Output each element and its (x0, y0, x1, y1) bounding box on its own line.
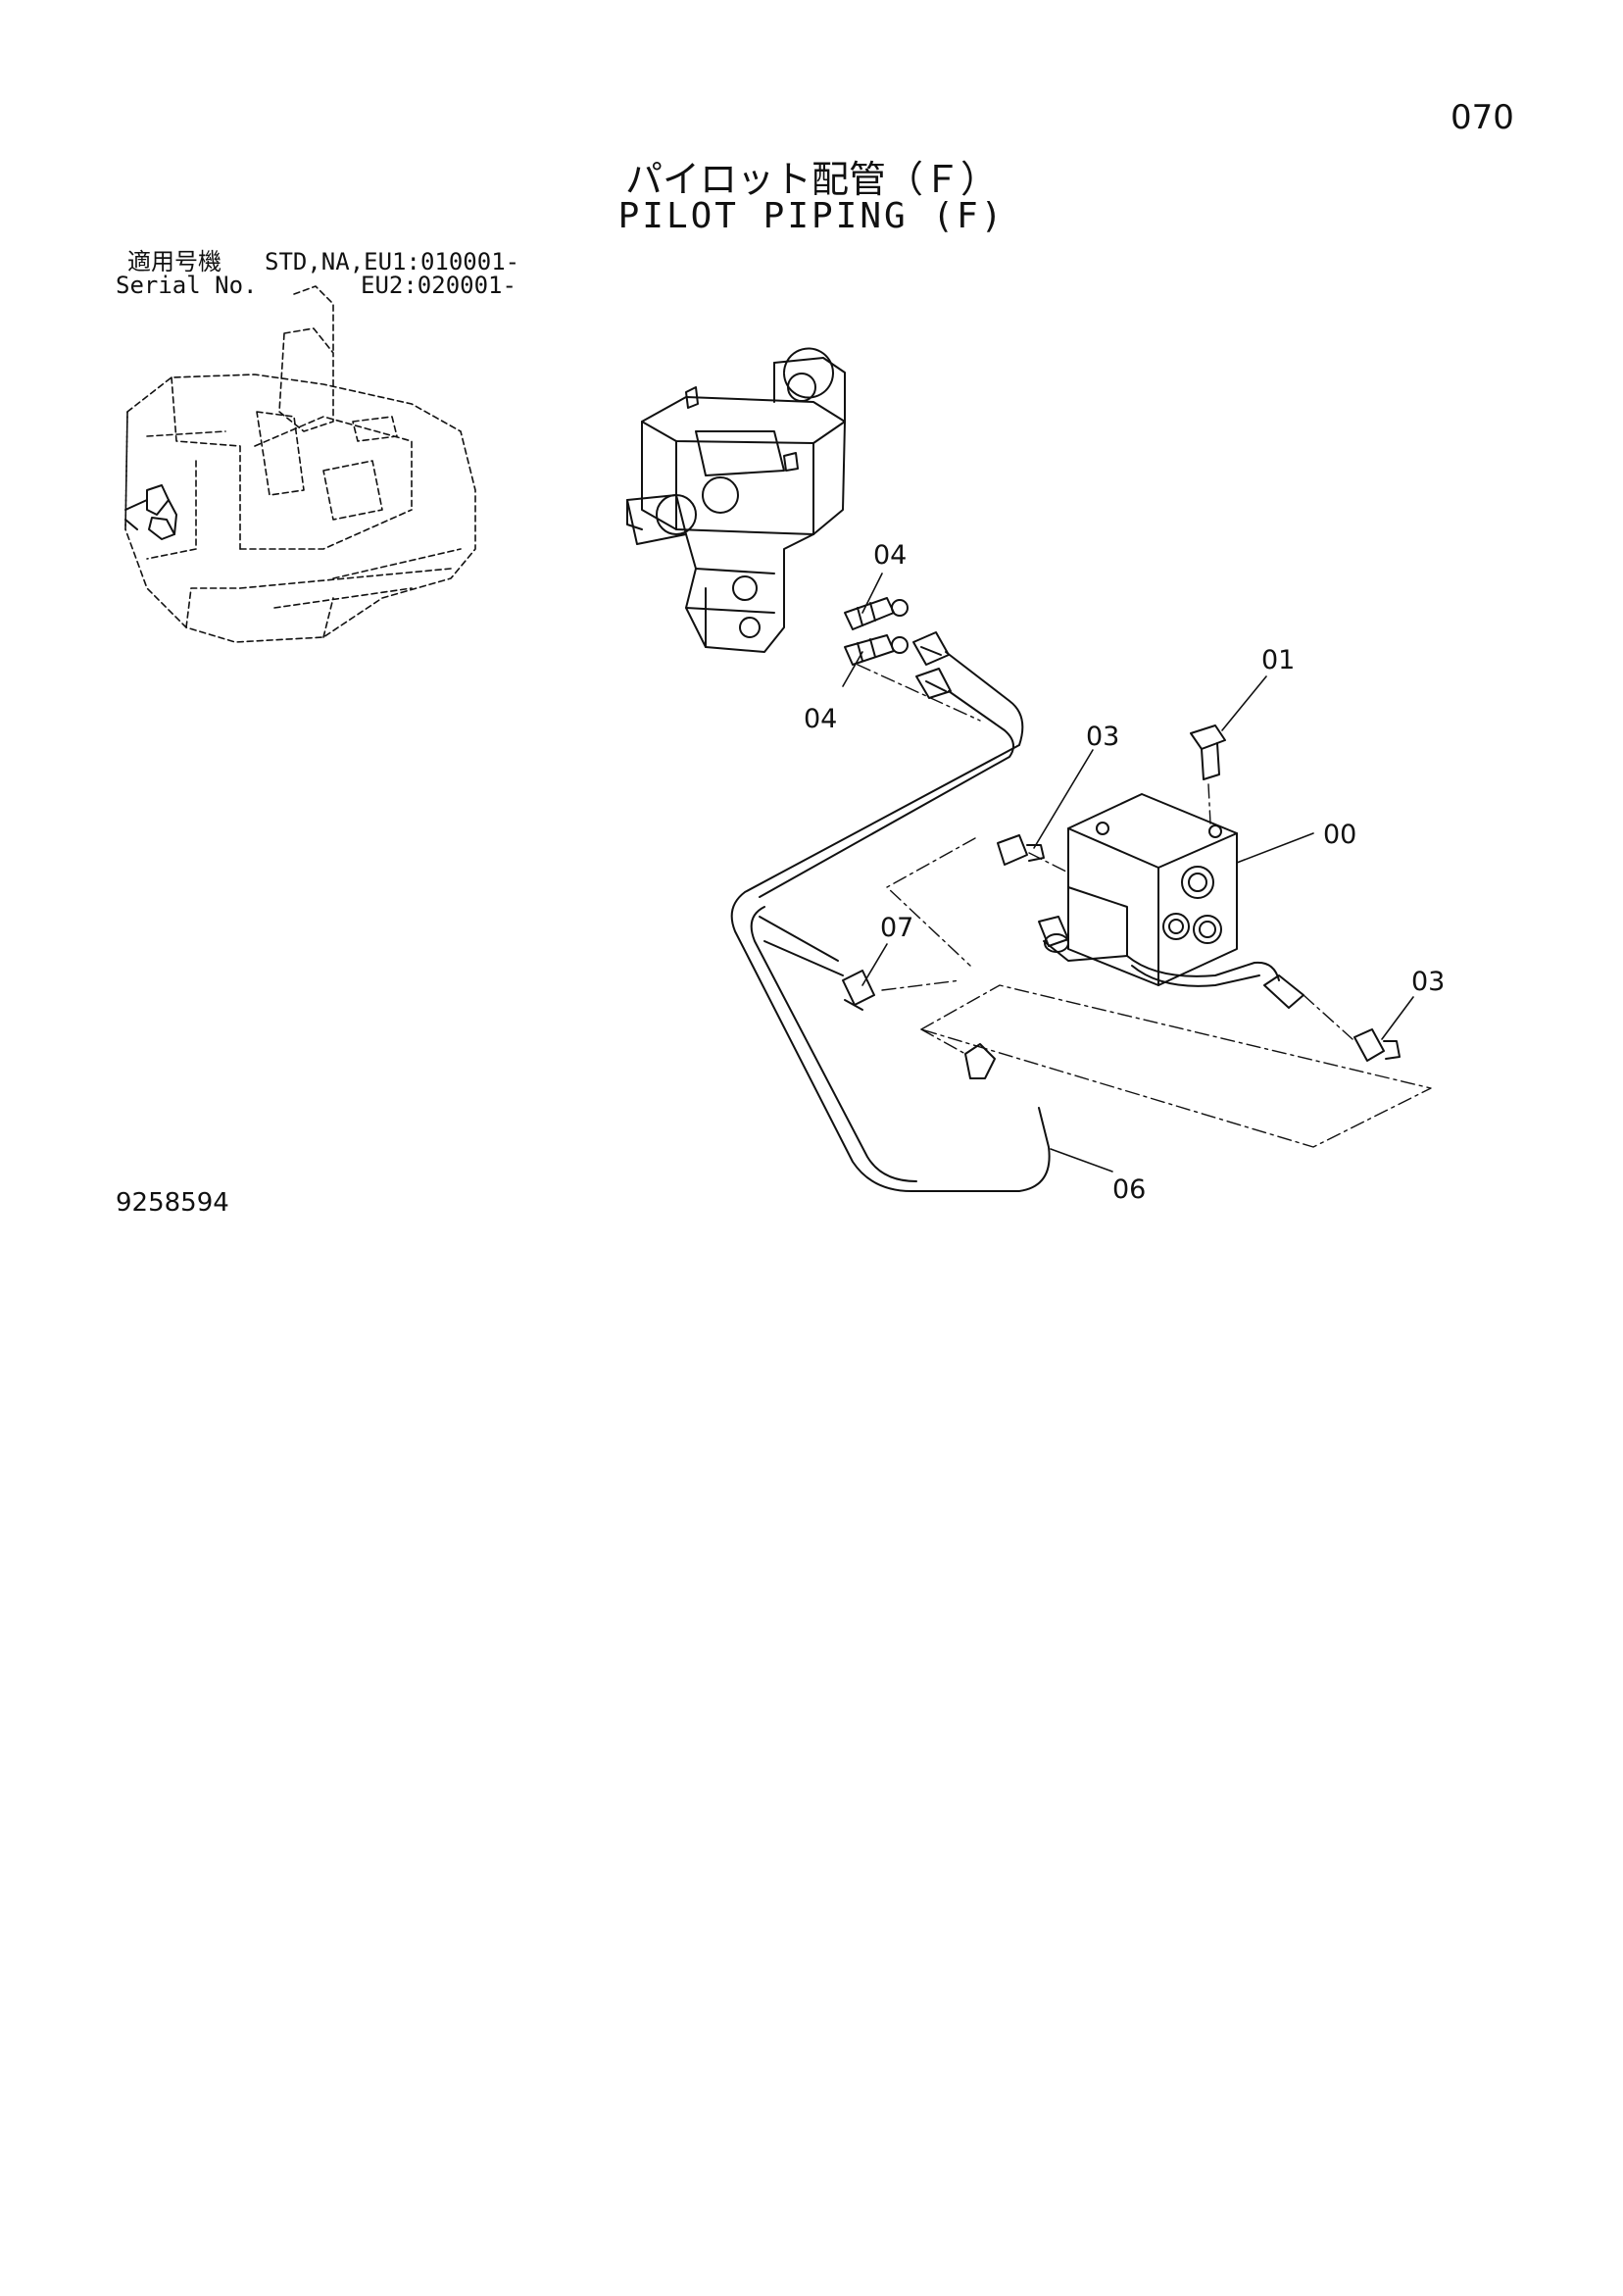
drawing-number: 9258594 (116, 1188, 229, 1218)
solenoid-coil (1038, 886, 1128, 962)
bolt-01 (1190, 724, 1226, 780)
serial-value-line2: EU2:020001- (361, 272, 516, 299)
solenoid-connector-wire (1126, 955, 1304, 1009)
serial-label-english: Serial No. (116, 272, 258, 299)
serial-label-japanese: 適用号機 (127, 248, 221, 275)
page-number: 070 (1451, 98, 1514, 137)
leader-lines (842, 573, 1414, 1173)
machine-location-thumbnail (124, 285, 476, 643)
solenoid-valve-block (1067, 793, 1238, 986)
thumbnail-highlight (124, 484, 177, 540)
title-english: PILOT PIPING (F) (617, 196, 1006, 236)
callout-04-upper: 04 (873, 540, 907, 571)
hose-lines (730, 646, 1051, 1192)
title-japanese: パイロット配管（Ｆ） (624, 158, 998, 201)
callout-07: 07 (880, 913, 913, 943)
hose-end-fittings (842, 631, 996, 1079)
callout-03-left: 03 (1086, 722, 1119, 752)
fitting-04-upper (844, 597, 909, 630)
fitting-04-lower (844, 634, 909, 666)
fitting-03-right (1353, 1028, 1401, 1062)
fitting-03-left (997, 834, 1045, 866)
callout-03-right: 03 (1411, 967, 1445, 997)
callout-01: 01 (1261, 645, 1295, 675)
callout-06: 06 (1112, 1174, 1146, 1205)
callout-04-lower: 04 (804, 704, 837, 734)
serial-value-line1: STD,NA,EU1:010001- (265, 248, 520, 275)
callouts: 04 04 01 03 00 03 07 06 (804, 540, 1445, 1205)
assembly-lines (857, 664, 1432, 1148)
pilot-valve-assembly (626, 347, 846, 653)
callout-00: 00 (1323, 820, 1356, 850)
